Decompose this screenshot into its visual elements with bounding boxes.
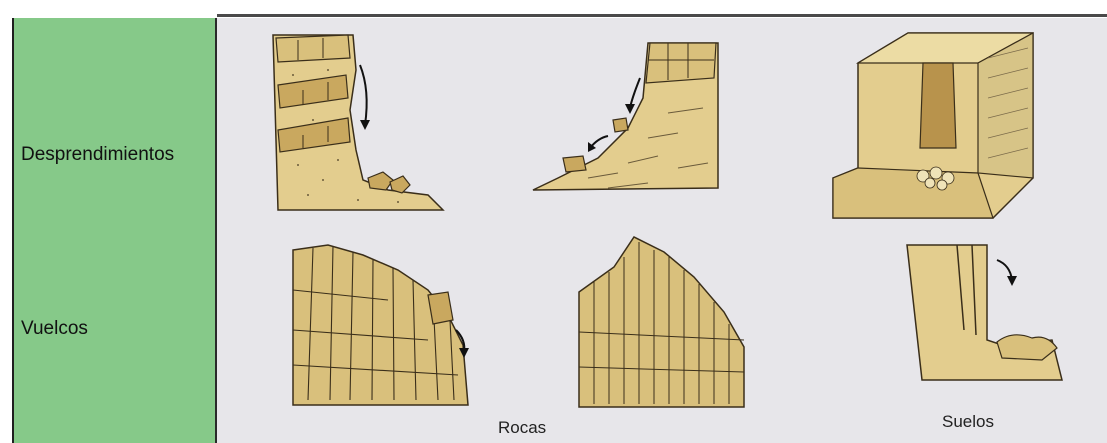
rock-topple-illustration xyxy=(288,240,478,410)
caption-suelos: Suelos xyxy=(942,412,994,432)
row-label-desprendimientos: Desprendimientos xyxy=(21,144,174,166)
row-label-column: Desprendimientos Vuelcos xyxy=(12,18,217,443)
top-rule xyxy=(217,14,1107,17)
rock-columns-illustration xyxy=(574,232,750,412)
soil-block-fall-illustration xyxy=(828,28,1043,223)
row-label-vuelcos: Vuelcos xyxy=(21,318,88,340)
rockfall-cliff-illustration xyxy=(268,30,448,215)
caption-rocas: Rocas xyxy=(498,418,546,438)
rockfall-slope-illustration xyxy=(528,38,728,198)
soil-topple-illustration xyxy=(902,240,1067,385)
